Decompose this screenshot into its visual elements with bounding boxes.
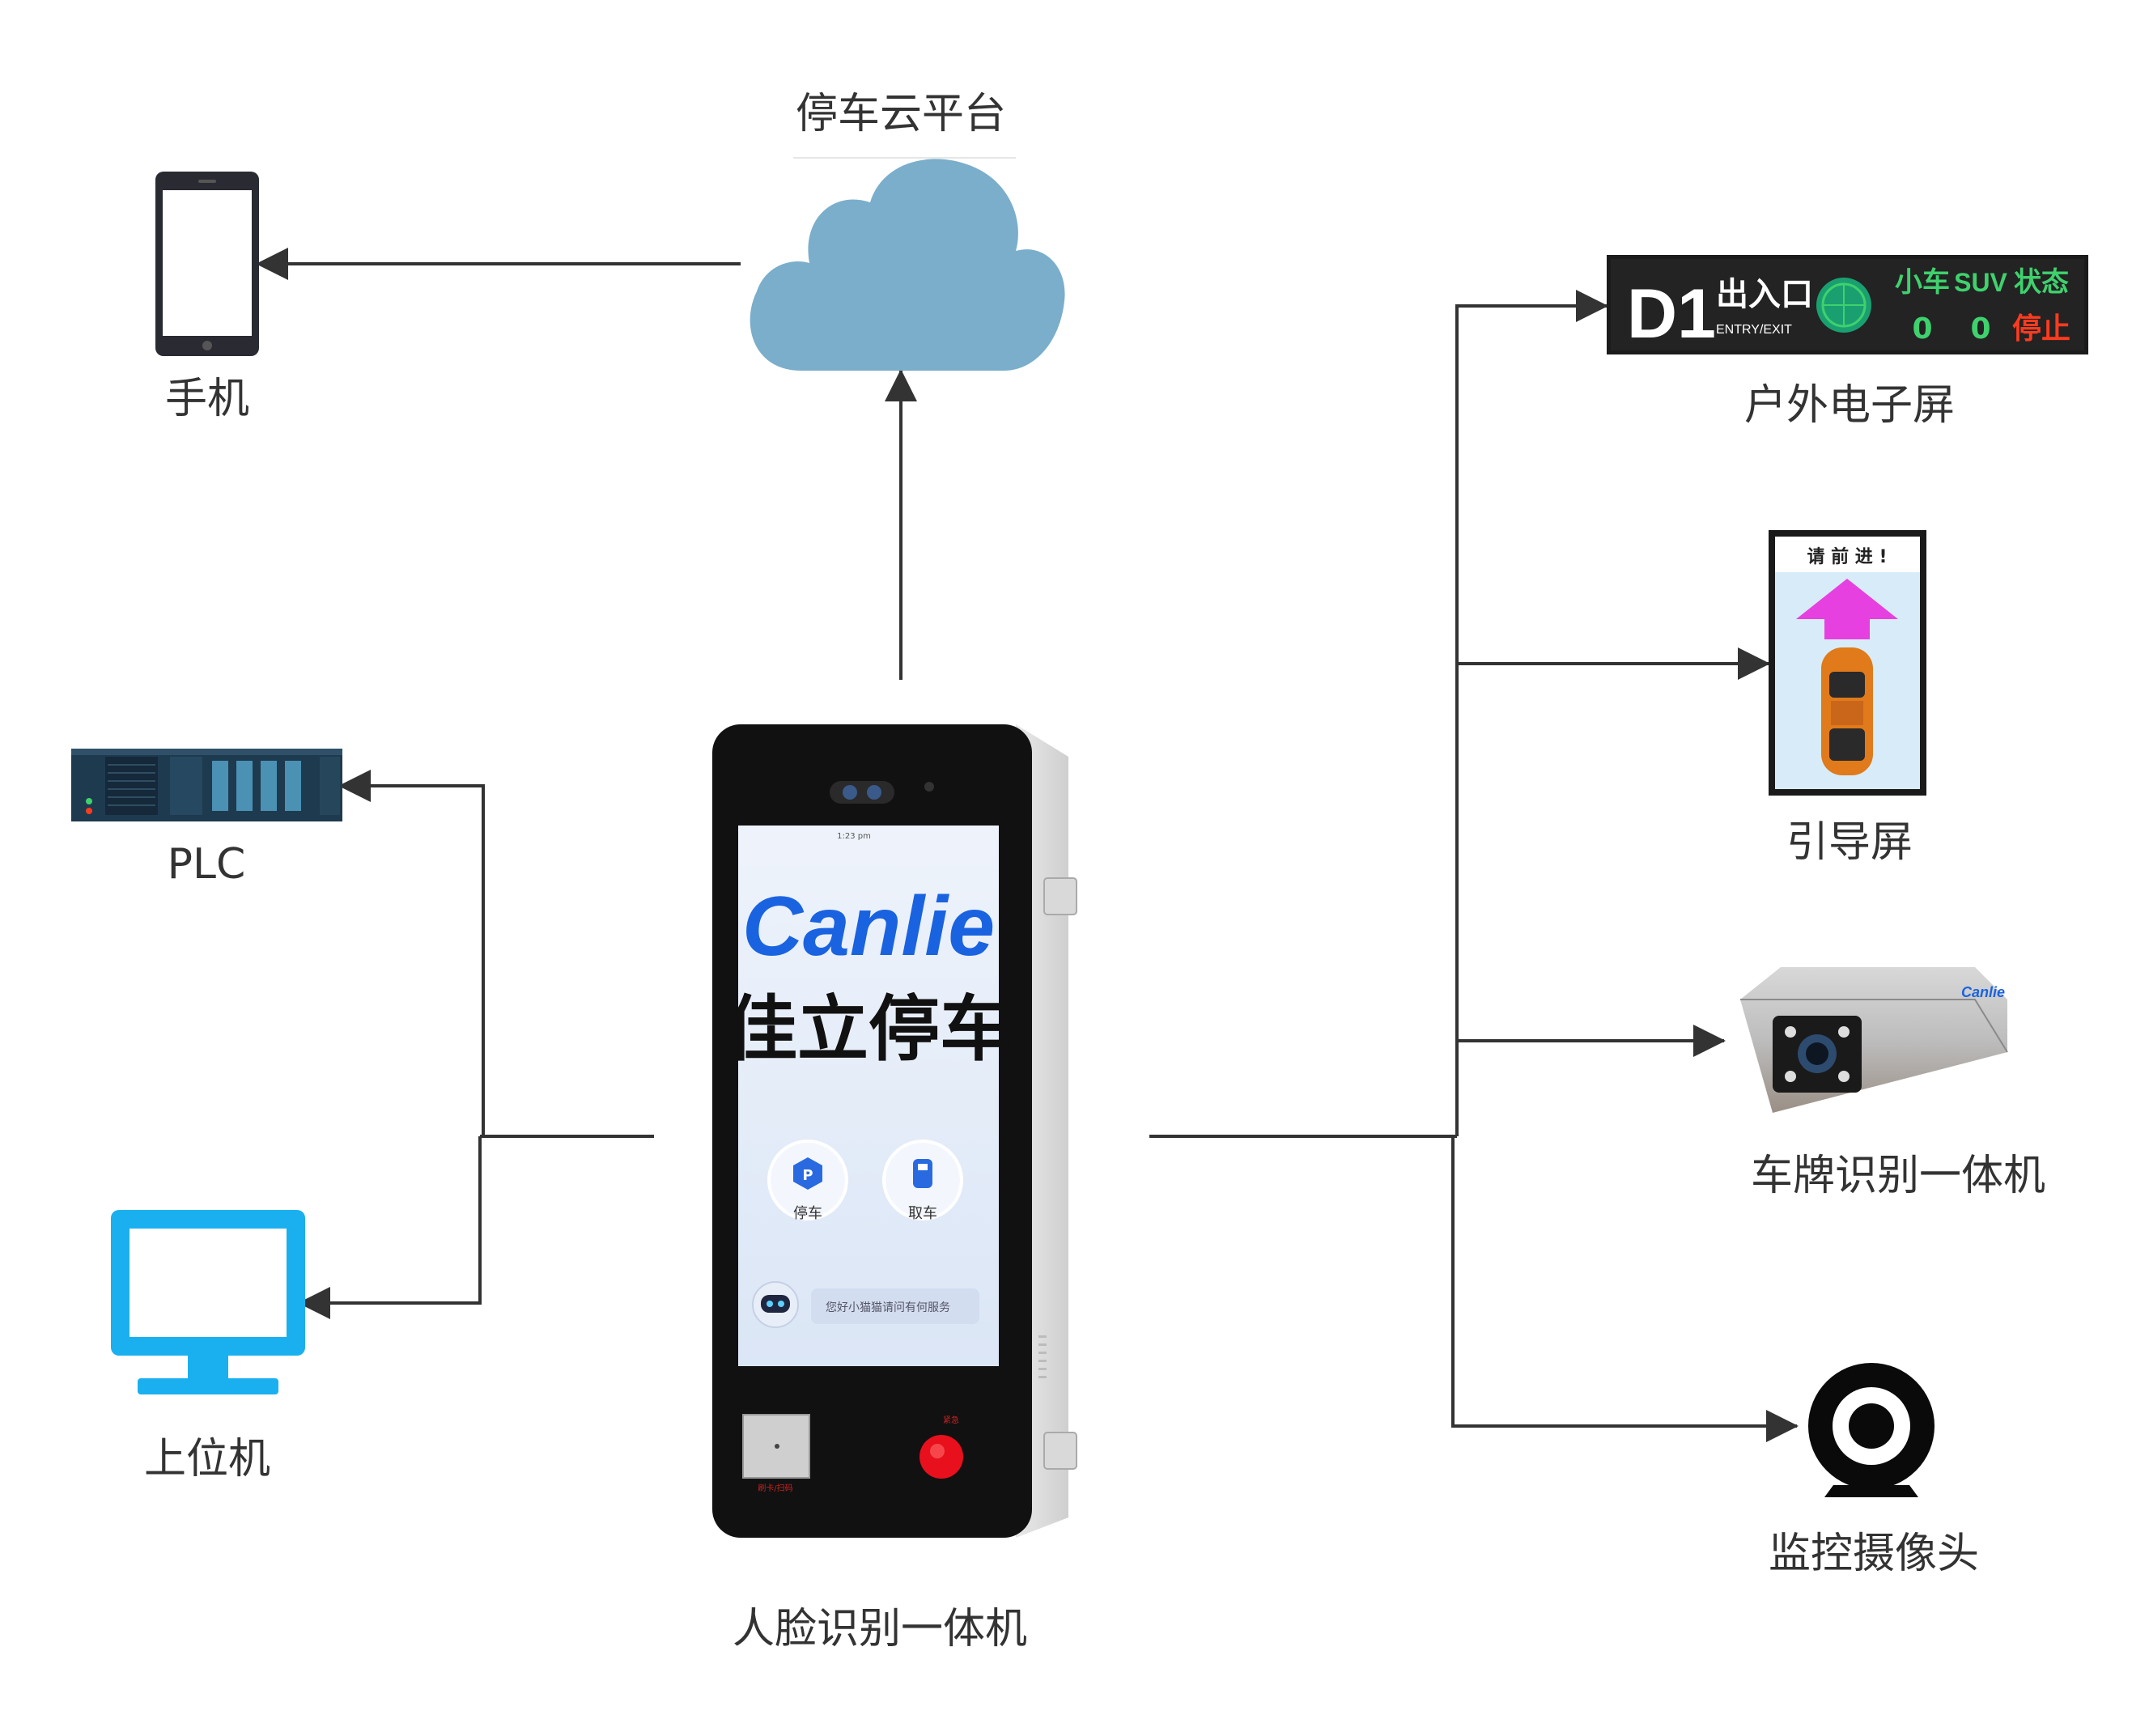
phone-label: 手机 xyxy=(165,375,249,423)
bot-hint: 您好小猫猫请问有何服务 xyxy=(826,1301,950,1314)
arrow-to-plc xyxy=(338,770,485,1136)
svg-text:P: P xyxy=(802,1167,813,1184)
guide-screen: 请 前 进 ! 引导屏 xyxy=(1769,530,1926,867)
led-col-state: 状态 xyxy=(2014,266,2069,299)
webcam-icon: 监控摄像头 xyxy=(1769,1363,1979,1578)
monitor-camera-label: 监控摄像头 xyxy=(1769,1530,1979,1578)
outdoor-screen-label: 户外电子屏 xyxy=(1744,381,1955,430)
led-val-small: 0 xyxy=(1912,312,1932,346)
scanner-label: 刷卡/扫码 xyxy=(758,1483,792,1493)
arrow-to-monitor-camera xyxy=(1451,1136,1799,1442)
park-label: 停车 xyxy=(793,1205,822,1222)
kiosk-status-time: 1:23 pm xyxy=(837,832,871,841)
pick-label: 取车 xyxy=(908,1205,937,1222)
led-screen: D1 出入口 ENTRY/EXIT 小车 SUV 状态 0 0 停止 户外电子屏 xyxy=(1607,255,2088,430)
host-label: 上位机 xyxy=(144,1435,270,1483)
phone-icon: 手机 xyxy=(155,172,259,423)
arrow-to-outdoor-screen xyxy=(1455,290,1608,1136)
led-col-suv: SUV xyxy=(1954,268,2007,297)
park-button[interactable]: P 停车 xyxy=(767,1140,848,1222)
led-val-suv: 0 xyxy=(1970,312,1990,346)
kiosk-label: 人脸识别一体机 xyxy=(733,1605,1027,1653)
kiosk-title: 佳立停车 xyxy=(726,987,1011,1071)
guide-text: 请 前 进 ! xyxy=(1807,546,1887,567)
robot-icon xyxy=(752,1281,799,1328)
led-val-state: 停止 xyxy=(2012,312,2070,346)
pick-button[interactable]: 取车 xyxy=(882,1140,963,1222)
led-entry-en: ENTRY/EXIT xyxy=(1716,323,1792,337)
led-entry-cn: 出入口 xyxy=(1716,276,1813,313)
lpr-camera-label: 车牌识别一体机 xyxy=(1751,1152,2045,1200)
arrow-to-host xyxy=(298,1136,482,1319)
kiosk-brand: Canlie xyxy=(742,880,995,974)
monitor-icon: 上位机 xyxy=(111,1210,305,1483)
cloud-icon: 停车云平台 xyxy=(750,90,1065,371)
led-code: D1 xyxy=(1627,275,1716,353)
camera-icon: Canlie 车牌识别一体机 xyxy=(1740,967,2045,1200)
connectors xyxy=(256,248,1799,1442)
led-col-small: 小车 xyxy=(1895,266,1950,299)
cloud-label: 停车云平台 xyxy=(796,90,1006,138)
plc-label: PLC xyxy=(168,840,246,889)
kiosk-device: 1:23 pm Canlie 佳立停车 P 停车 取车 您好小猫猫请问有何服务 … xyxy=(712,724,1077,1653)
plc-rack-icon: PLC xyxy=(71,749,342,889)
lpr-brand: Canlie xyxy=(1961,984,2005,1000)
guide-screen-label: 引导屏 xyxy=(1786,818,1913,867)
emergency-label: 紧急 xyxy=(943,1415,959,1425)
